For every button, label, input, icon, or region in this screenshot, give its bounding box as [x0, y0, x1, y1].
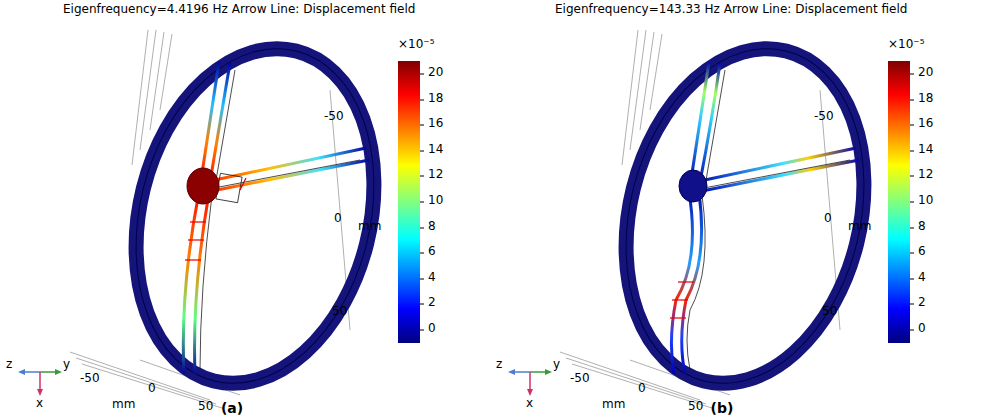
colorbar-tick: 14	[428, 143, 443, 157]
colorbar-tick: 4	[918, 271, 926, 285]
triad-axis: x	[36, 397, 43, 411]
axis-tick: -50	[570, 372, 590, 386]
axis-unit: mm	[848, 220, 871, 234]
axis-tick: -50	[814, 110, 834, 124]
axis-tick: 50	[332, 305, 347, 319]
panel-title: Eigenfrequency=4.4196 Hz Arrow Line: Dis…	[63, 3, 415, 17]
axis-unit: mm	[112, 398, 135, 412]
axis-unit: mm	[358, 220, 381, 234]
panel-label: (a)	[221, 400, 243, 416]
colorbar-tick: 16	[428, 117, 443, 131]
colorbar-tick: 4	[428, 271, 436, 285]
axis-tick: 0	[334, 212, 342, 226]
colorbar-tick: 6	[918, 245, 926, 259]
colorbar-exponent: ×10⁻⁵	[398, 38, 434, 52]
triad-axis: y	[553, 358, 560, 372]
axis-tick: 50	[688, 400, 703, 414]
colorbar-tick: 18	[918, 92, 933, 106]
triad-axis: x	[526, 397, 533, 411]
panel-b	[508, 23, 914, 409]
panel-title: Eigenfrequency=143.33 Hz Arrow Line: Dis…	[555, 3, 907, 17]
colorbar-tick: 2	[428, 296, 436, 310]
axis-unit: mm	[602, 398, 625, 412]
colorbar-exponent: ×10⁻⁵	[888, 38, 924, 52]
colorbar-tick: 10	[428, 194, 443, 208]
colorbar-tick: 20	[918, 66, 933, 80]
axis-tick: 0	[148, 382, 156, 396]
colorbar-tick: 8	[918, 220, 926, 234]
triad-axis: y	[63, 358, 70, 372]
colorbar-tick: 16	[918, 117, 933, 131]
colorbar-tick: 14	[918, 143, 933, 157]
colorbar-tick: 2	[918, 296, 926, 310]
colorbar-tick: 12	[428, 168, 443, 182]
colorbar-tick: 8	[428, 220, 436, 234]
colorbar-tick: 0	[428, 322, 436, 336]
axis-tick: 0	[824, 212, 832, 226]
axis-tick: -50	[324, 110, 344, 124]
axis-tick: -50	[80, 372, 100, 386]
colorbar-tick: 0	[918, 322, 926, 336]
colorbar-tick: 12	[918, 168, 933, 182]
colorbar-tick: 10	[918, 194, 933, 208]
colorbar-tick: 18	[428, 92, 443, 106]
triad-axis: z	[6, 358, 12, 372]
axis-tick: 50	[198, 400, 213, 414]
colorbar-tick: 6	[428, 245, 436, 259]
colorbar-tick: 20	[428, 66, 443, 80]
panel-label: (b)	[711, 400, 734, 416]
axis-tick: 50	[822, 305, 837, 319]
panel-a	[18, 23, 424, 409]
axis-tick: 0	[638, 382, 646, 396]
triad-axis: z	[496, 358, 502, 372]
